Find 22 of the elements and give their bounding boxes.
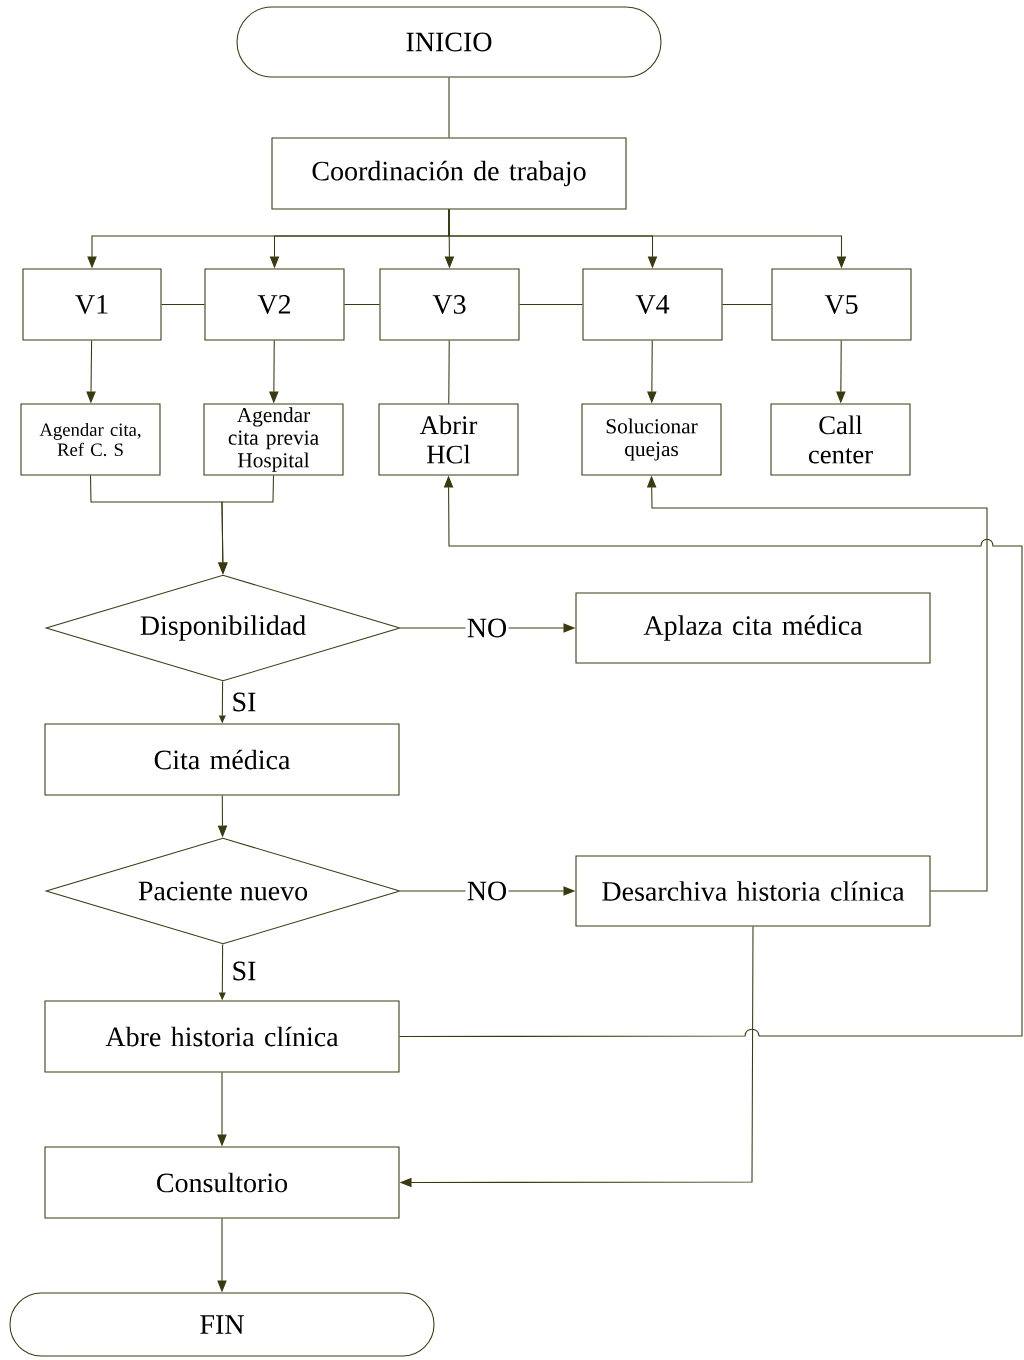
process-box: Abre historia clínica: [44, 1000, 400, 1073]
process-box: Agendar cita, Ref C. S: [20, 403, 161, 476]
process-box: Cita médica: [44, 723, 400, 796]
process-box: Consultorio: [44, 1146, 400, 1219]
process-box: V3: [379, 268, 520, 341]
process-box: Abrir HCl: [378, 403, 519, 476]
edge-label: SI: [230, 691, 258, 713]
edge-label: NO: [465, 617, 509, 639]
terminal-box: INICIO: [236, 6, 662, 78]
process-box: Solucionar quejas: [581, 403, 722, 476]
terminal-box: FIN: [9, 1292, 435, 1357]
process-box: Agendar cita previa Hospital: [203, 403, 344, 476]
process-box: Desarchiva historia clínica: [575, 855, 931, 927]
process-box: V1: [22, 268, 162, 341]
edge-label: SI: [230, 960, 258, 982]
process-box: Coordinación de trabajo: [271, 137, 627, 210]
process-box: V4: [582, 268, 723, 341]
process-box: Call center: [770, 403, 911, 476]
edge-label: NO: [465, 880, 509, 902]
process-box: V5: [771, 268, 912, 341]
process-box: V2: [204, 268, 345, 341]
process-box: Aplaza cita médica: [575, 592, 931, 664]
